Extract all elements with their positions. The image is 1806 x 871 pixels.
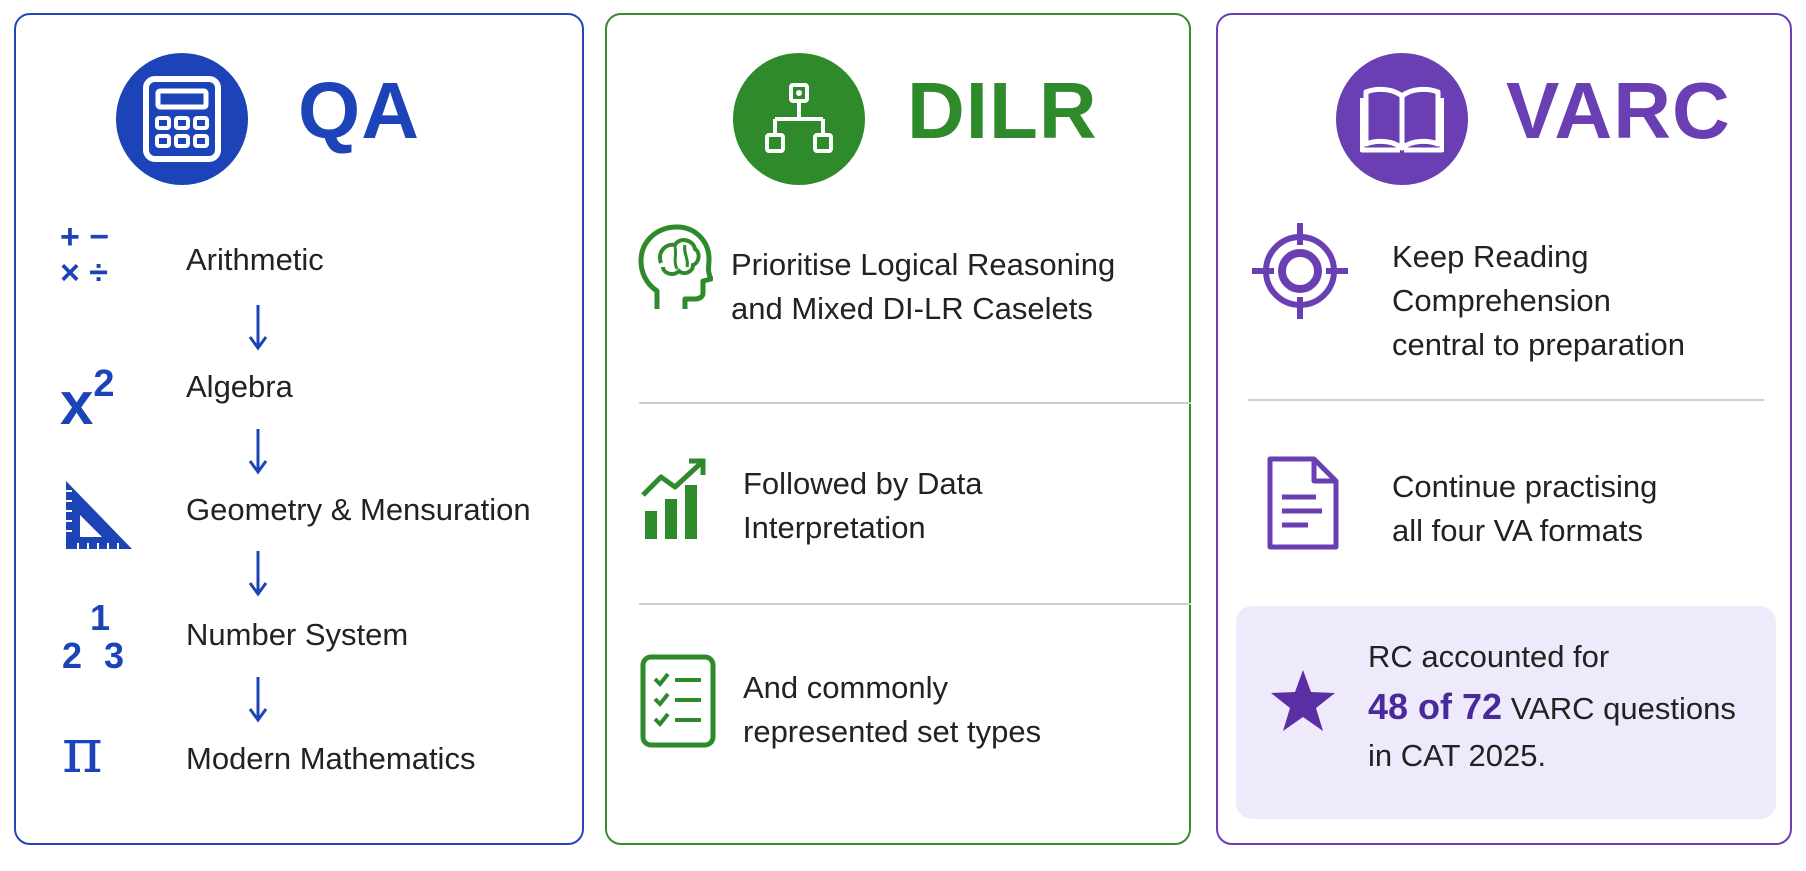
- topic-algebra: Algebra: [186, 369, 293, 404]
- dilr-item-1-text: Prioritise Logical Reasoning and Mixed D…: [731, 247, 1116, 327]
- topic-modern-mathematics: Modern Mathematics: [186, 741, 476, 776]
- arrow-down-icon: [248, 677, 268, 723]
- rc-highlight-text: RC accounted for 48 of 72 VARC questions…: [1368, 639, 1736, 774]
- open-book-icon: [1336, 53, 1468, 185]
- document-icon: [1267, 456, 1339, 550]
- arrow-down-icon: [248, 429, 268, 475]
- calculator-icon: [116, 53, 248, 185]
- star-icon: [1271, 670, 1335, 731]
- plus-minus-times-divide-icon: + − × ÷: [60, 218, 110, 292]
- topic-arithmetic: Arithmetic: [186, 242, 324, 277]
- pi-icon: π: [62, 714, 103, 787]
- dilr-title: DILR: [907, 66, 1098, 155]
- varc-item-1-text: Keep Reading Comprehension central to pr…: [1392, 239, 1685, 363]
- divider: [639, 402, 1191, 404]
- set-square-icon: [66, 481, 132, 549]
- rc-highlight-stat: 48 of 72: [1368, 685, 1503, 727]
- qa-title: QA: [298, 66, 420, 155]
- dilr-item-2-text: Followed by Data Interpretation: [743, 466, 983, 546]
- numbers-icon: 1 2 3: [62, 597, 125, 676]
- checklist-icon: [640, 654, 716, 748]
- x-squared-icon: x2: [60, 363, 115, 437]
- arrow-down-icon: [248, 305, 268, 351]
- varc-item-2-text: Continue practising all four VA formats: [1392, 469, 1658, 549]
- brain-head-icon: [638, 224, 713, 309]
- varc-title: VARC: [1506, 66, 1731, 155]
- arrow-down-icon: [248, 551, 268, 597]
- divider: [1248, 399, 1764, 401]
- rc-highlight-card: RC accounted for 48 of 72 VARC questions…: [1236, 606, 1776, 819]
- topic-geometry: Geometry & Mensuration: [186, 492, 531, 527]
- target-icon: [1252, 223, 1348, 319]
- varc-panel: VARC Keep Reading Comprehension central …: [1216, 13, 1792, 845]
- topic-number-system: Number System: [186, 617, 409, 652]
- divider: [639, 603, 1191, 605]
- flowchart-icon: [733, 53, 865, 185]
- qa-panel: QA + − × ÷ Arithmetic x2 Algebra Geometr…: [14, 13, 584, 845]
- dilr-item-3-text: And commonly represented set types: [743, 670, 1042, 750]
- dilr-panel: DILR Prioritise Logical Reasoning and Mi…: [605, 13, 1191, 845]
- bar-chart-growth-icon: [641, 458, 706, 539]
